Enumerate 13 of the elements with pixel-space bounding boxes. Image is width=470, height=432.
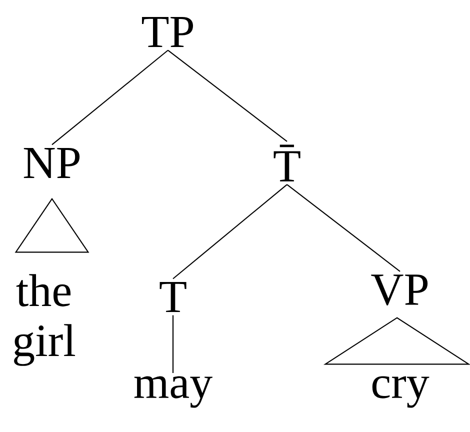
phrase-label: T̄ — [274, 144, 300, 182]
branch-line — [172, 184, 288, 280]
branch-line — [172, 315, 174, 373]
phrase-label: T — [160, 282, 186, 312]
phrase-label: TP — [142, 16, 194, 48]
phrase-label: NP — [24, 148, 80, 178]
word-label: cry — [372, 376, 430, 408]
branch-line — [52, 50, 168, 146]
branch-line — [286, 184, 400, 272]
phrase-label: VP — [371, 274, 428, 306]
word-label: may — [134, 376, 212, 408]
word-label: the girl — [14, 274, 76, 366]
branch-line — [168, 50, 288, 142]
